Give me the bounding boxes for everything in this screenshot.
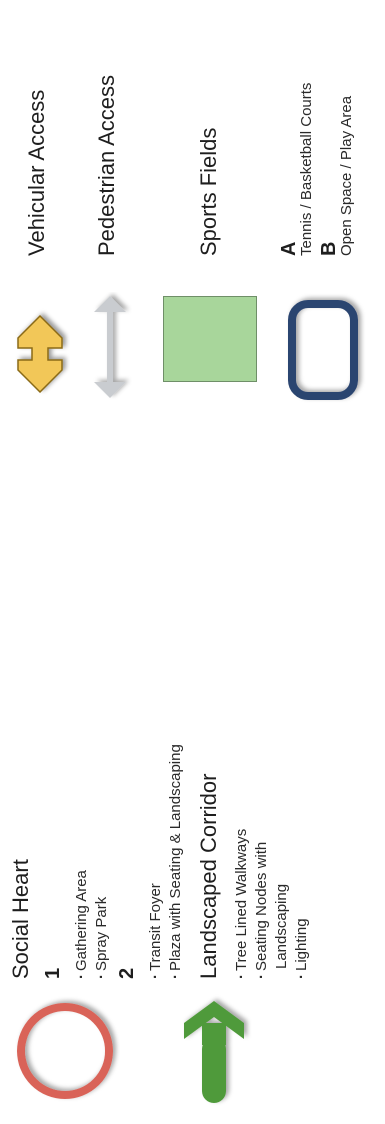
group-2-number: 2: [116, 967, 138, 979]
grey-double-arrow-icon: [94, 296, 126, 398]
blue-rounded-rectangle-icon: [288, 300, 358, 400]
list-item: Gathering Area: [72, 870, 92, 979]
courts-legend: A Tennis / Basketball Courts B Open Spac…: [278, 82, 356, 256]
list-item: Tree Lined Walkways: [232, 829, 252, 979]
green-square-icon: [163, 296, 257, 382]
group-1-list: Gathering Area Spray Park: [72, 870, 112, 979]
corridor-title: Landscaped Corridor: [196, 773, 221, 979]
list-item: Seating Nodes with: [252, 829, 272, 979]
sports-fields-label: Sports Fields: [196, 127, 221, 256]
yellow-double-arrow-icon: [17, 314, 63, 394]
court-b-text: Open Space / Play Area: [338, 95, 355, 256]
court-b-letter: B: [318, 241, 340, 256]
social-heart-title: Social Heart: [8, 859, 33, 979]
group-1-number: 1: [42, 967, 64, 979]
list-item: Spray Park: [92, 870, 112, 979]
court-a-letter: A: [278, 241, 300, 256]
list-item: Transit Foyer: [146, 744, 166, 979]
green-arrow-icon: [184, 1001, 244, 1103]
red-circle-icon: [17, 1003, 113, 1099]
corridor-list: Tree Lined Walkways Seating Nodes with L…: [232, 829, 312, 979]
court-a-text: Tennis / Basketball Courts: [298, 82, 315, 256]
list-item-continuation: Landscaping: [273, 883, 290, 969]
list-item: Plaza with Seating & Landscaping: [166, 744, 186, 979]
vehicular-access-label: Vehicular Access: [24, 89, 49, 256]
list-item: Lighting: [292, 829, 312, 979]
pedestrian-access-label: Pedestrian Access: [94, 75, 119, 256]
group-2-list: Transit Foyer Plaza with Seating & Lands…: [146, 744, 186, 979]
